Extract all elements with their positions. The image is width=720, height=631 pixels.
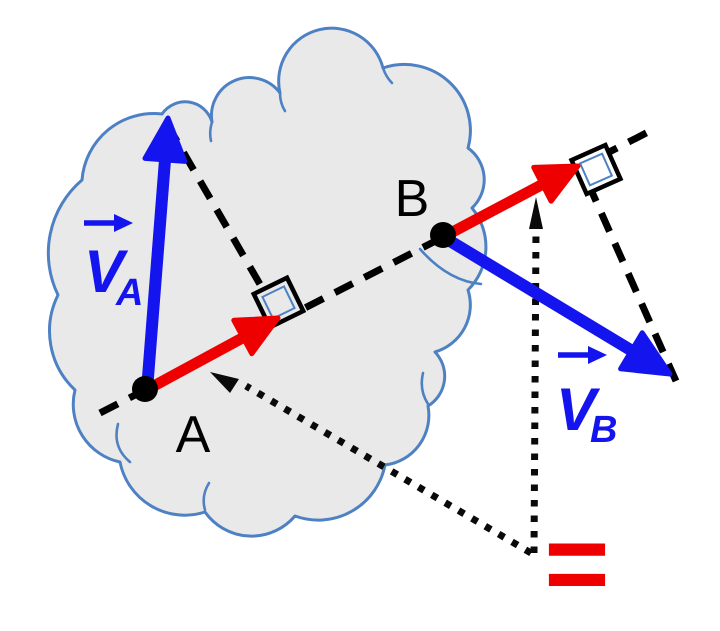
red-arrow-head-icon <box>531 163 581 204</box>
right-angle-square-inner-icon <box>578 152 614 187</box>
dotted-pointer-arrowhead-icon <box>210 372 239 393</box>
blue-arrow-shaft <box>439 232 640 358</box>
point-a-dot <box>132 376 158 402</box>
red-arrow-shaft <box>144 330 252 394</box>
vector-b-subscript: B <box>590 409 617 451</box>
vector-a-symbol: V <box>84 238 129 305</box>
equals-sign: = <box>544 501 609 626</box>
point-a-label: A <box>176 406 211 464</box>
dotted-pointer-to-component-a <box>210 372 533 557</box>
vector-hat-arrow-head-icon <box>588 346 607 364</box>
dotted-pointer-to-component-b <box>529 197 543 554</box>
point-b-dot <box>430 222 456 248</box>
vector-hat-arrow-head-icon <box>114 214 133 232</box>
right-angle-square-inner-icon <box>261 285 296 320</box>
dotted-pointer-arrowhead-icon <box>529 197 543 229</box>
right-angle-marker-b <box>568 142 624 197</box>
vector-b-symbol: V <box>556 376 601 443</box>
perpendicular-dashed-at-b <box>584 181 680 383</box>
component-vector-at-a <box>144 315 281 394</box>
point-b-label: B <box>395 170 430 228</box>
velocity-vector-a <box>141 115 188 396</box>
cloud-curl-detail <box>115 422 132 464</box>
component-vector-at-b <box>439 163 581 242</box>
blue-arrow-shaft <box>141 154 171 396</box>
cloud-curl-detail <box>208 120 214 143</box>
cloud-curl-detail <box>418 247 483 286</box>
cloud-curl-detail <box>278 91 287 113</box>
blue-arrow-head-icon <box>618 330 673 377</box>
vector-a-label: V A <box>84 214 143 314</box>
red-arrow-shaft <box>439 177 551 242</box>
cloud-curl-detail <box>420 371 430 406</box>
red-arrow-head-icon <box>231 315 281 357</box>
right-angle-marker-a <box>250 274 307 331</box>
dotted-pointer-line <box>530 229 540 554</box>
velocity-vector-b <box>439 232 673 377</box>
vector-b-label: V B <box>556 346 617 451</box>
blue-arrow-head-icon <box>142 115 188 164</box>
right-angle-square-icon <box>568 142 624 197</box>
cloud-curl-detail <box>202 481 211 512</box>
cloud-curl-detail <box>381 66 394 85</box>
vector-a-subscript: A <box>115 272 143 314</box>
right-angle-square-icon <box>250 274 307 331</box>
